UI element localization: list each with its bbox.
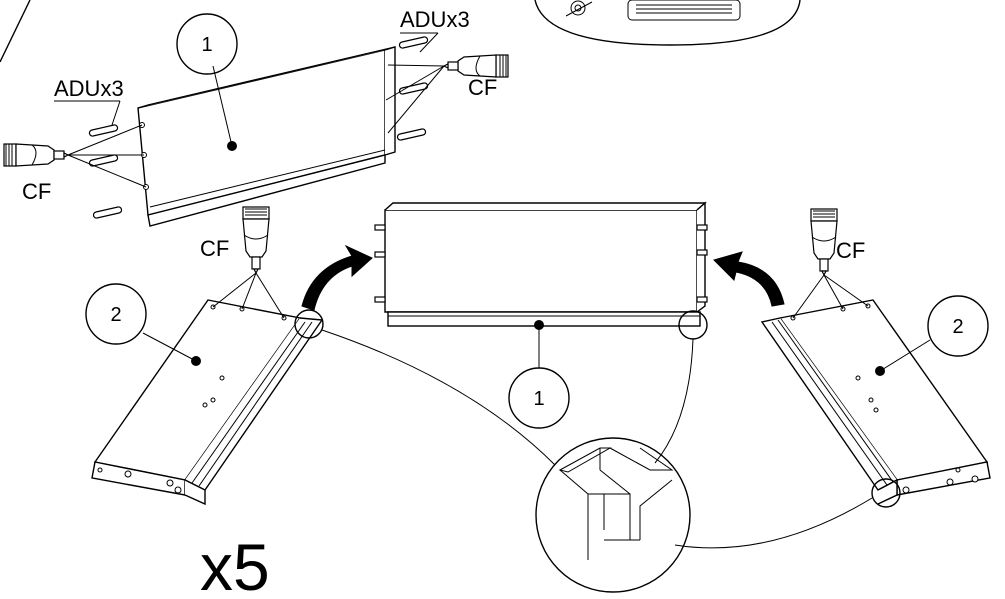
cf-label-top-right: CF	[468, 75, 497, 100]
page-corner-line	[0, 0, 31, 63]
cf-label-mid-left: CF	[200, 236, 229, 261]
part-1-callout: 1	[176, 13, 238, 75]
adu-top-label: ADUx3	[400, 7, 470, 32]
part-2-right-number: 2	[952, 316, 963, 338]
part-2-right-callout: 2	[927, 295, 989, 357]
part-1-number: 1	[201, 34, 212, 56]
part-2-left-callout: 2	[85, 283, 147, 345]
curved-arrow-icon	[713, 251, 785, 307]
detail-marker-right	[871, 478, 901, 508]
curved-arrow-icon	[301, 244, 373, 311]
glue-tube-icon	[443, 54, 509, 78]
adu-left-label: ADUx3	[54, 76, 124, 101]
part-2-left-number: 2	[110, 304, 121, 326]
quantity-label: x5	[200, 530, 270, 599]
part-1-center-callout: 1	[508, 367, 570, 429]
glue-tube-icon	[810, 208, 838, 276]
screw-icon	[565, 0, 593, 17]
panel-2-right	[760, 274, 991, 505]
hardware-callout	[534, 0, 801, 46]
groove-detail-magnifier	[535, 437, 691, 593]
cf-label-left: CF	[22, 179, 51, 204]
panel-2-left	[91, 272, 324, 506]
panel-1-assembled	[374, 201, 708, 368]
detail-marker-left	[294, 309, 324, 339]
glue-tube-icon	[3, 143, 69, 167]
glue-tube-icon	[242, 206, 270, 274]
panel-1-exploded	[137, 46, 396, 227]
cf-label-mid-right: CF	[836, 238, 865, 263]
screw-rack-icon	[627, 0, 741, 21]
part-1-center-number: 1	[533, 388, 544, 410]
